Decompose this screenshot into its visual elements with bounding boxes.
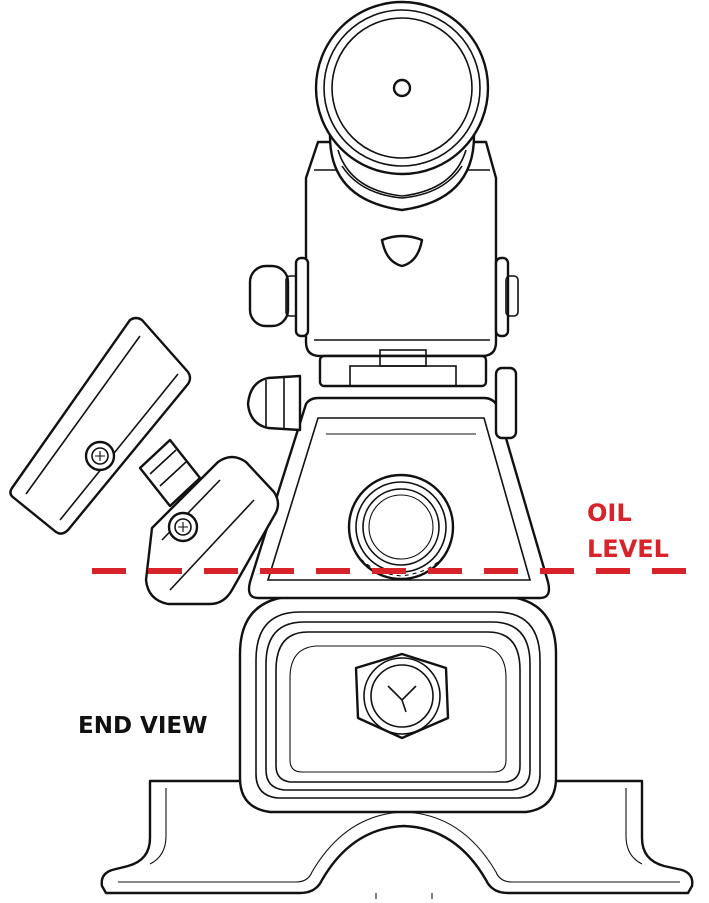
sight-port (347, 473, 455, 581)
oil-level-label-line-1: OIL (587, 499, 632, 527)
mounting-foot (100, 779, 694, 899)
pump-head (304, 140, 498, 388)
release-valve (9, 316, 280, 606)
oil-level-label-line-2: LEVEL (587, 535, 669, 563)
top-cap (314, 0, 490, 212)
head-knobs (248, 256, 519, 338)
end-view-label: END VIEW (78, 713, 208, 739)
fill-plug (354, 652, 450, 740)
side-bolt (246, 366, 518, 440)
